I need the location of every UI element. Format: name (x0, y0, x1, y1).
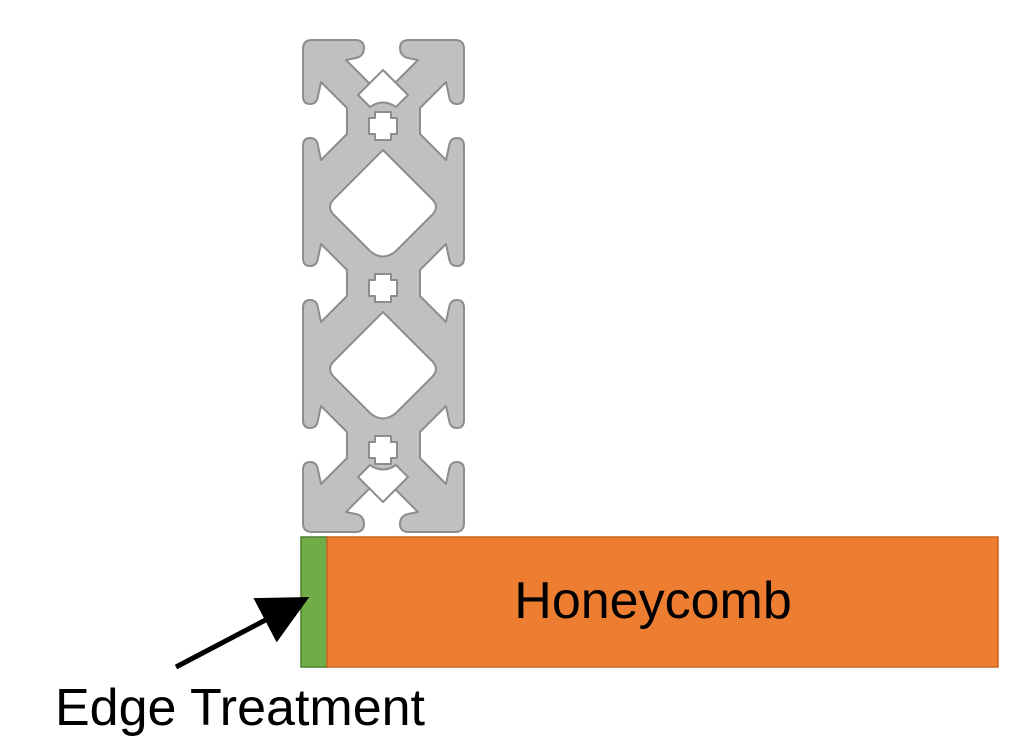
edge-treatment-strip (300, 536, 328, 668)
extrusion-bore-bottom (368, 435, 398, 465)
honeycomb-panel (326, 536, 999, 668)
extrusion-cavity-bottom (357, 464, 409, 503)
extrusion-bore-top (368, 111, 398, 141)
edge-treatment-arrow (174, 597, 310, 670)
honeycomb-label: Honeycomb (514, 572, 791, 630)
extrusion-bore-middle (368, 273, 398, 303)
t-slot-extrusion-profile (302, 39, 465, 533)
extrusion-cavity-top (357, 69, 409, 108)
extrusion-cavity-upper (329, 149, 437, 258)
extrusion-cavity-lower (329, 311, 437, 420)
edge-treatment-label: Edge Treatment (55, 679, 426, 737)
